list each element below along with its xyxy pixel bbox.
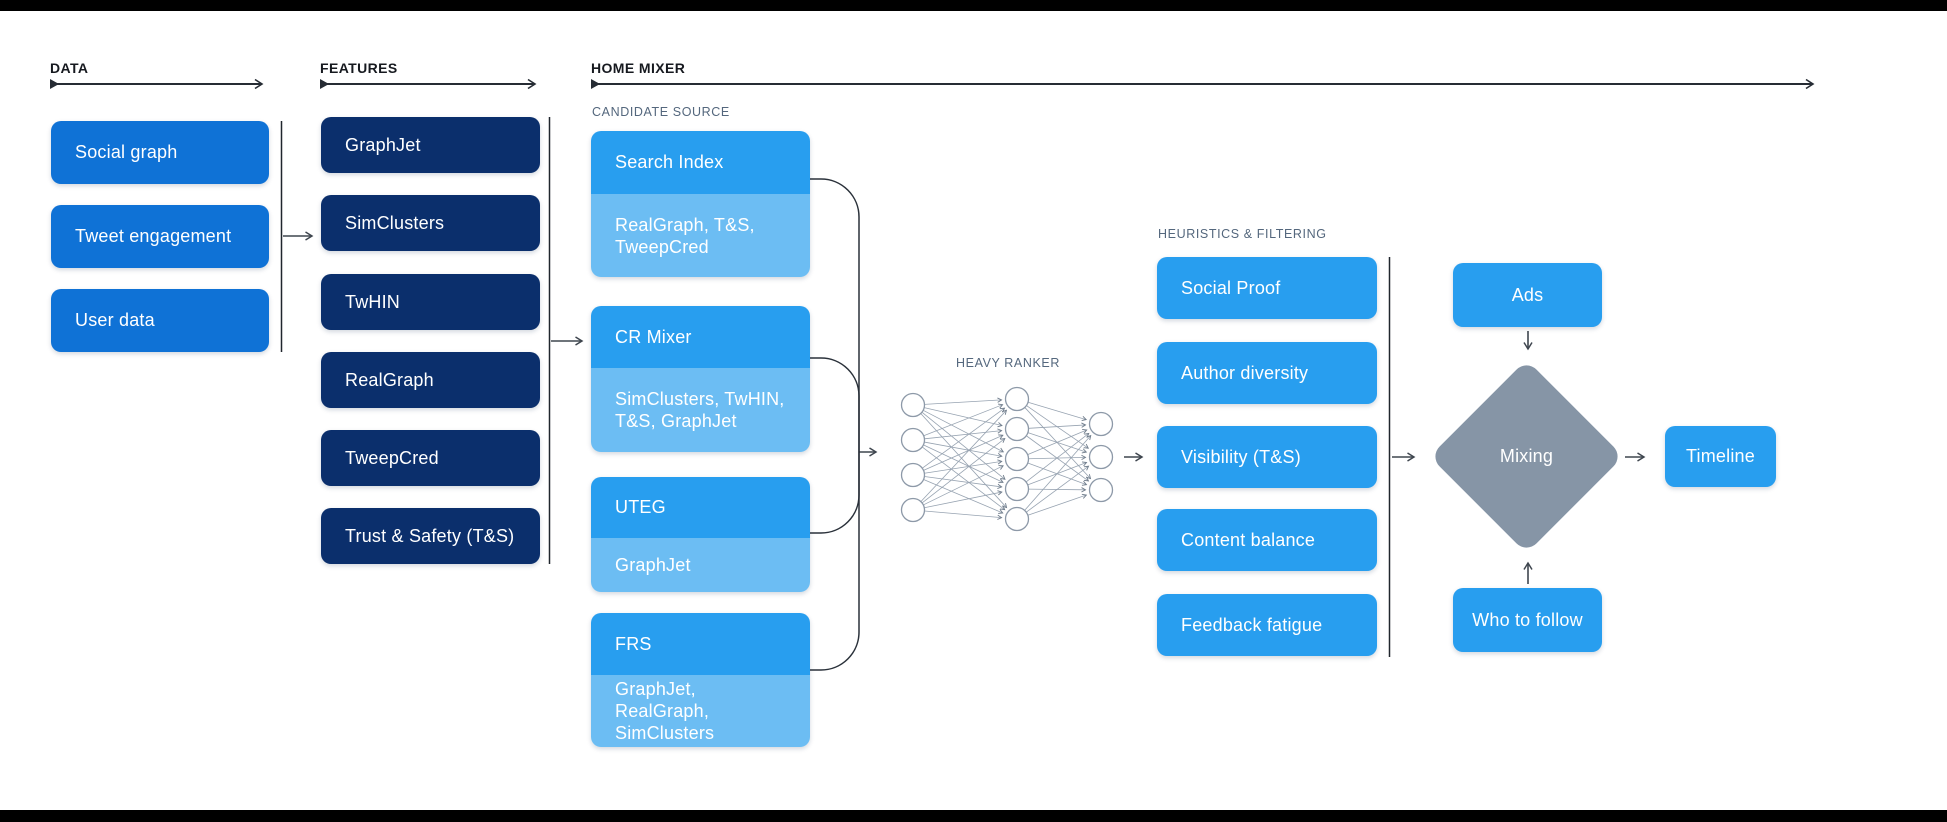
node-realgraph: RealGraph bbox=[321, 352, 540, 408]
node-feedback-fatigue: Feedback fatigue bbox=[1157, 594, 1377, 656]
mixing-diamond-label: Mixing bbox=[1499, 446, 1554, 466]
home-mixer-section-header: HOME MIXER bbox=[591, 60, 686, 76]
frs-title: FRS bbox=[591, 613, 810, 675]
features-axis-arrow bbox=[320, 78, 537, 90]
search-index-connector-curve bbox=[810, 178, 860, 452]
node-social-proof: Social Proof bbox=[1157, 257, 1377, 319]
node-author-diversity: Author diversity bbox=[1157, 342, 1377, 404]
home-mixer-axis-arrow bbox=[591, 78, 1815, 90]
search-index-title: Search Index bbox=[591, 131, 810, 194]
node-content-balance: Content balance bbox=[1157, 509, 1377, 571]
node-simclusters: SimClusters bbox=[321, 195, 540, 251]
top-black-bar bbox=[0, 0, 1947, 11]
node-cr-mixer: CR Mixer SimClusters, TwHIN, T&S, GraphJ… bbox=[591, 306, 810, 452]
node-frs: FRS GraphJet, RealGraph, SimClusters bbox=[591, 613, 810, 747]
cr-mixer-title: CR Mixer bbox=[591, 306, 810, 368]
node-visibility: Visibility (T&S) bbox=[1157, 426, 1377, 488]
cr-mixer-feeds: SimClusters, TwHIN, T&S, GraphJet bbox=[591, 368, 810, 452]
uteg-feeds: GraphJet bbox=[591, 538, 810, 592]
candidate-source-label: CANDIDATE SOURCE bbox=[592, 105, 730, 119]
node-tweepcred: TweepCred bbox=[321, 430, 540, 486]
heavy-ranker-label: HEAVY RANKER bbox=[956, 356, 1060, 370]
frs-connector-curve bbox=[810, 452, 860, 671]
node-search-index: Search Index RealGraph, T&S, TweepCred bbox=[591, 131, 810, 277]
features-section-header: FEATURES bbox=[320, 60, 398, 76]
node-ads: Ads bbox=[1453, 263, 1602, 327]
bottom-black-bar bbox=[0, 810, 1947, 822]
cr-mixer-connector-curve bbox=[810, 357, 860, 452]
node-timeline: Timeline bbox=[1665, 426, 1776, 487]
heuristics-filtering-label: HEURISTICS & FILTERING bbox=[1158, 227, 1327, 241]
uteg-title: UTEG bbox=[591, 477, 810, 538]
node-uteg: UTEG GraphJet bbox=[591, 477, 810, 592]
data-section-header: DATA bbox=[50, 60, 89, 76]
data-axis-arrow bbox=[50, 78, 264, 90]
search-index-feeds: RealGraph, T&S, TweepCred bbox=[591, 194, 810, 277]
node-user-data: User data bbox=[51, 289, 269, 352]
node-twhin: TwHIN bbox=[321, 274, 540, 330]
node-tweet-engagement: Tweet engagement bbox=[51, 205, 269, 268]
node-graphjet: GraphJet bbox=[321, 117, 540, 173]
node-social-graph: Social graph bbox=[51, 121, 269, 184]
frs-feeds: GraphJet, RealGraph, SimClusters bbox=[591, 675, 810, 747]
node-trust-safety: Trust & Safety (T&S) bbox=[321, 508, 540, 564]
node-who-to-follow: Who to follow bbox=[1453, 588, 1602, 652]
neural-network-graphic bbox=[900, 386, 1114, 532]
uteg-connector-curve bbox=[810, 452, 860, 534]
